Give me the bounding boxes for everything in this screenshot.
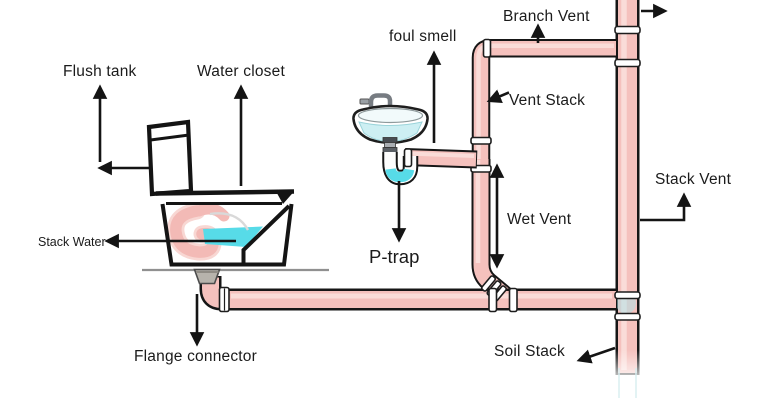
sink-water bbox=[358, 121, 423, 143]
flange-connector-label: Flange connector bbox=[134, 348, 257, 365]
branch-vent-label: Branch Vent bbox=[503, 8, 590, 25]
water-closet-label: Water closet bbox=[197, 63, 285, 80]
wet-vent-label: Wet Vent bbox=[507, 211, 572, 228]
p-trap-illustration bbox=[382, 148, 419, 186]
toilet-illustration bbox=[146, 119, 295, 267]
soil-stack-fade bbox=[610, 350, 646, 400]
flush-tank-label: Flush tank bbox=[63, 63, 137, 80]
p-trap-water bbox=[385, 168, 415, 183]
stack-water-label: Stack Water bbox=[38, 235, 106, 249]
sink-illustration bbox=[352, 93, 429, 186]
stack-vent-arrow bbox=[640, 192, 692, 222]
foul-smell-label: foul smell bbox=[389, 28, 456, 45]
faucet bbox=[368, 93, 393, 118]
p-trap-label: P-trap bbox=[369, 246, 419, 267]
stack-couplings bbox=[614, 25, 641, 321]
vent-stack-arrow bbox=[486, 89, 510, 103]
faucet-handle bbox=[359, 98, 370, 105]
labels: Flush tank Water closet Stack Water Flan… bbox=[38, 8, 732, 365]
wet-vent-drain-coupling bbox=[480, 275, 518, 313]
flange-connector-part bbox=[193, 268, 221, 285]
soil-stack-arrow bbox=[576, 346, 616, 364]
annotation-arrows bbox=[92, 3, 692, 364]
vent-stack-and-branch-vent-pipe bbox=[471, 38, 617, 163]
stack-vent-label: Stack Vent bbox=[655, 171, 732, 188]
soil-stack-label: Soil Stack bbox=[494, 343, 565, 360]
vent-stack-label: Vent Stack bbox=[509, 92, 585, 109]
toilet-drain-pipe bbox=[199, 276, 617, 313]
